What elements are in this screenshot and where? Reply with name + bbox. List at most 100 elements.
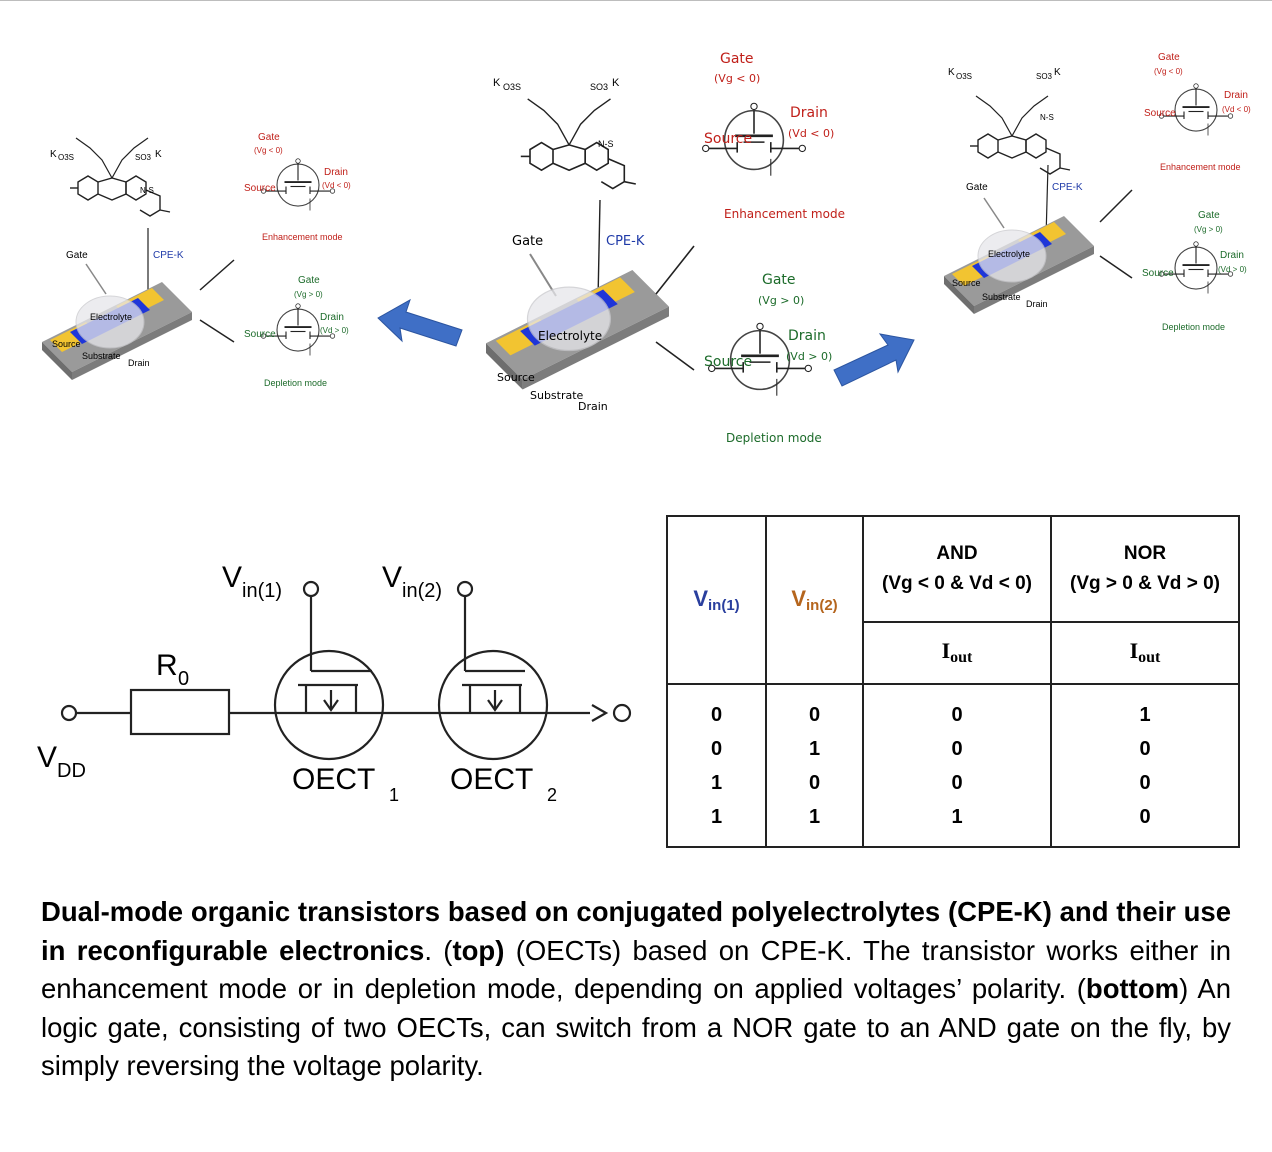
arrow-left — [377, 298, 463, 347]
col-vin2-values: 0 1 0 1 — [765, 683, 864, 848]
label-substrate: Substrate — [530, 389, 584, 402]
label-cpe-k: CPE-K — [153, 250, 184, 261]
header-and: AND (Vg < 0 & Vd < 0) — [862, 515, 1052, 623]
branch-line-up — [655, 245, 695, 295]
arrow-right — [833, 333, 915, 387]
mol-so3-left: O3S — [503, 82, 521, 92]
dep-source: Source — [1142, 268, 1174, 279]
dep-drain-cond: (Vd > 0) — [320, 326, 349, 335]
mol-so3-left: O3S — [58, 153, 74, 162]
mol-so3-left: O3S — [956, 72, 972, 81]
oect2-sub: 2 — [547, 785, 557, 805]
top-border — [0, 0, 1272, 1]
label-drain: Drain — [578, 400, 608, 413]
mol-k2: K — [155, 149, 162, 160]
caption-bold-bottom: bottom — [1085, 973, 1180, 1004]
vin2-sub: in(2) — [402, 580, 442, 602]
branch-line-down — [199, 319, 235, 343]
dep-gate-cond: (Vg > 0) — [758, 294, 804, 307]
enh-drain-cond: (Vd < 0) — [788, 127, 834, 140]
oect1-sub: 1 — [389, 785, 399, 805]
figure-caption: Dual-mode organic transistors based on c… — [41, 893, 1231, 1086]
molecule-structure — [519, 98, 637, 190]
col-vin1-values: 0 0 1 1 — [666, 683, 767, 848]
r0-sub: 0 — [178, 668, 189, 690]
caption-text-1: . ( — [424, 934, 453, 966]
label-source: Source — [497, 371, 535, 384]
vdd-label: V — [37, 741, 57, 774]
header-nor: NOR (Vg > 0 & Vd > 0) — [1050, 515, 1240, 623]
molecule-structure — [969, 95, 1071, 175]
label-source: Source — [52, 339, 81, 349]
r0-label: R — [156, 649, 178, 682]
mol-k2: K — [612, 77, 620, 89]
dep-gate-cond: (Vg > 0) — [294, 290, 323, 299]
mol-so3-right: SO3 — [590, 82, 608, 92]
enh-drain-cond: (Vd < 0) — [322, 181, 351, 190]
vin1-label: V — [222, 561, 242, 594]
dep-gate-cond: (Vg > 0) — [1194, 225, 1223, 234]
enh-gate: Gate — [258, 132, 280, 143]
oect1-label: OECT — [292, 763, 375, 796]
label-source: Source — [952, 278, 981, 288]
dep-mode-label: Depletion mode — [726, 431, 822, 445]
truth-table: Vin(1) Vin(2) AND (Vg < 0 & Vd < 0) NOR … — [666, 515, 1240, 848]
device-illustration — [41, 281, 193, 381]
label-electrolyte: Electrolyte — [988, 249, 1030, 259]
mol-ns: N-S — [598, 139, 614, 149]
dep-source: Source — [704, 354, 752, 370]
label-electrolyte: Electrolyte — [90, 312, 132, 322]
branch-line-down — [655, 341, 695, 371]
caption-text-2: (OECTs) based on CPE-K. The transistor w… — [41, 934, 1231, 1005]
mol-ns: N-S — [140, 186, 154, 195]
mol-so3-right: SO3 — [1036, 72, 1053, 81]
circuit-diagram: V in(1) V in(2) R 0 V DD OECT 1 OECT 2 — [37, 561, 632, 805]
label-gate: Gate — [66, 250, 88, 261]
label-electrolyte: Electrolyte — [538, 329, 602, 343]
enh-drain-cond: (Vd < 0) — [1222, 105, 1251, 114]
enh-drain: Drain — [324, 167, 348, 178]
dep-drain: Drain — [788, 328, 826, 344]
left-diagram: K O3S SO3 K N-S Gate CPE-K Electrolyte S… — [41, 132, 351, 388]
branch-line-up — [199, 259, 235, 291]
label-substrate: Substrate — [982, 292, 1021, 302]
dep-drain-cond: (Vd > 0) — [786, 350, 832, 363]
branch-line-down — [1099, 255, 1133, 279]
mol-ns: N-S — [1040, 113, 1054, 122]
vin2-label: V — [382, 561, 402, 594]
dep-drain: Drain — [320, 312, 344, 323]
label-drain: Drain — [128, 358, 150, 368]
enh-source: Source — [704, 131, 752, 147]
mol-so3-right: SO3 — [135, 153, 152, 162]
enh-gate-cond: (Vg < 0) — [714, 72, 760, 85]
header-iout-and: Iout — [862, 621, 1052, 685]
mol-k2: K — [1054, 67, 1061, 78]
vin1-sub: in(1) — [242, 580, 282, 602]
mol-k1: K — [948, 67, 955, 78]
label-substrate: Substrate — [82, 351, 121, 361]
col-and-values: 0 0 0 1 — [862, 683, 1052, 848]
dep-gate: Gate — [762, 272, 796, 288]
vdd-sub: DD — [57, 760, 86, 782]
caption-bold-top: top) — [452, 934, 505, 966]
header-iout-nor: Iout — [1050, 621, 1240, 685]
label-drain: Drain — [1026, 299, 1048, 309]
caption-bold-title: Dual-mode organic transistors based on c… — [41, 896, 1231, 966]
enh-drain: Drain — [1224, 90, 1248, 101]
header-vin1: Vin(1) — [666, 515, 767, 685]
enh-mode-label: Enhancement mode — [1160, 162, 1241, 172]
mol-k1: K — [50, 149, 57, 160]
label-cpe-k: CPE-K — [1052, 182, 1083, 193]
dep-gate: Gate — [298, 275, 320, 286]
caption-text-3: ) An logic gate, consisting of two OECTs… — [41, 973, 1231, 1081]
enh-gate: Gate — [1158, 52, 1180, 63]
oect2-label: OECT — [450, 763, 533, 796]
enh-gate: Gate — [720, 51, 754, 67]
top-figure: K O3S SO3 K N-S Gate CPE-K Electrolyte S… — [41, 51, 1251, 445]
label-cpe-k: CPE-K — [606, 234, 645, 249]
label-gate: Gate — [966, 182, 988, 193]
enh-mode-label: Enhancement mode — [724, 207, 845, 221]
dep-source: Source — [244, 329, 276, 340]
mol-k1: K — [493, 77, 501, 89]
dep-gate: Gate — [1198, 210, 1220, 221]
